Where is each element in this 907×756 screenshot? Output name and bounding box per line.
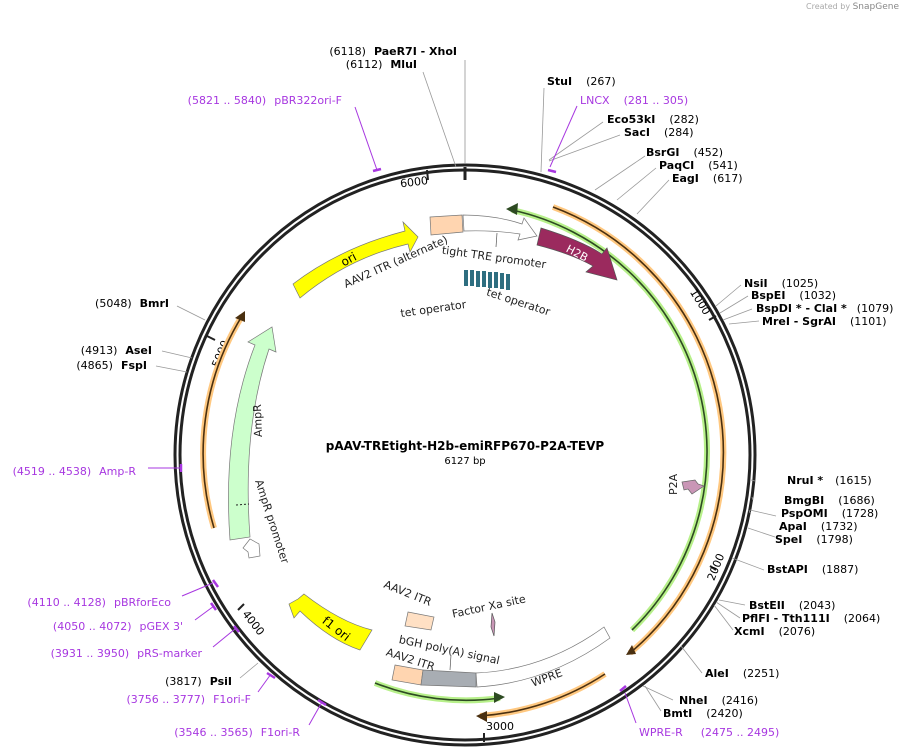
enzyme-bsrgi[interactable]: BsrGI(452) bbox=[646, 146, 723, 159]
feature-aav2-itr-1[interactable]: AAV2 ITR bbox=[382, 578, 435, 631]
enzyme-eco53ki[interactable]: Eco53kI(282) bbox=[607, 113, 699, 126]
enzyme-bsteii[interactable]: BstEII(2043) bbox=[749, 599, 835, 612]
primer-labels: LNCX(281 .. 305) WPRE-R(2475 .. 2495) (3… bbox=[13, 94, 780, 739]
enzyme-nrui[interactable]: NruI *(1615) bbox=[787, 474, 872, 487]
feature-ampr-promoter[interactable]: AmpR promoter bbox=[242, 478, 292, 566]
primer-pbr322ori-f[interactable]: (5821 .. 5840)pBR322ori-F bbox=[188, 94, 342, 107]
enzyme-leaders-right bbox=[540, 87, 777, 712]
primer-wpre-r[interactable]: WPRE-R(2475 .. 2495) bbox=[639, 726, 779, 739]
svg-text:tight TRE promoter: tight TRE promoter bbox=[441, 244, 547, 272]
enzyme-asei[interactable]: (4913)AseI bbox=[81, 344, 152, 357]
feature-bottom-cassette[interactable]: bGH poly(A) signal AAV2 ITR WPRE bbox=[384, 626, 611, 690]
svg-text:1000: 1000 bbox=[687, 287, 713, 318]
enzyme-labels-left: (6118)PaeR7I - XhoI (6112)MluI (5048)Bmr… bbox=[76, 45, 457, 688]
enzyme-paqci[interactable]: PaqCI(541) bbox=[659, 159, 738, 172]
enzyme-pflfi-tth111i[interactable]: PflFI - Tth111I(2064) bbox=[742, 612, 880, 625]
svg-text:Factor Xa site: Factor Xa site bbox=[451, 592, 527, 620]
enzyme-nhei[interactable]: NheI(2416) bbox=[679, 694, 758, 707]
primer-prs-marker[interactable]: (3931 .. 3950)pRS-marker bbox=[51, 647, 203, 660]
orf-orange-arc bbox=[200, 204, 727, 722]
enzyme-pspomi[interactable]: PspOMI(1728) bbox=[781, 507, 878, 520]
enzyme-xcmi[interactable]: XcmI(2076) bbox=[734, 625, 815, 638]
enzyme-spei[interactable]: SpeI(1798) bbox=[775, 533, 853, 546]
plasmid-length: 6127 bp bbox=[444, 456, 485, 467]
primer-pgex-3[interactable]: (4050 .. 4072)pGEX 3' bbox=[53, 620, 183, 633]
plasmid-name: pAAV-TREtight-H2b-emiRFP670-P2A-TEVP bbox=[326, 439, 605, 453]
orf-green-arc bbox=[373, 203, 711, 704]
snapgene-watermark: Created by SnapGene bbox=[806, 2, 899, 12]
enzyme-labels-right: StuI(267) Eco53kI(282) SacI(284) BsrGI(4… bbox=[547, 75, 893, 720]
feature-ori[interactable]: ori bbox=[292, 220, 419, 299]
enzyme-fspi[interactable]: (4865)FspI bbox=[76, 359, 147, 372]
primer-leaders bbox=[148, 105, 637, 726]
enzyme-mrei-sgrai[interactable]: MreI - SgrAI(1101) bbox=[762, 315, 887, 328]
primer-amp-r[interactable]: (4519 .. 4538)Amp-R bbox=[13, 465, 137, 478]
enzyme-saci[interactable]: SacI(284) bbox=[624, 126, 694, 139]
enzyme-stui[interactable]: StuI(267) bbox=[547, 75, 616, 88]
primer-lncx[interactable]: LNCX(281 .. 305) bbox=[580, 94, 688, 107]
primer-f1ori-r[interactable]: (3546 .. 3565)F1ori-R bbox=[174, 726, 300, 739]
enzyme-bmri[interactable]: (5048)BmrI bbox=[95, 297, 169, 310]
svg-text:6000: 6000 bbox=[399, 174, 428, 190]
snapgene-logo: SnapGene bbox=[852, 2, 899, 12]
enzyme-eagi[interactable]: EagI(617) bbox=[672, 172, 743, 185]
enzyme-leaders-left bbox=[155, 71, 457, 679]
enzyme-bmgbi[interactable]: BmgBI(1686) bbox=[784, 494, 875, 507]
primer-f1ori-f[interactable]: (3756 .. 3777)F1ori-F bbox=[127, 693, 252, 706]
enzyme-bspei[interactable]: BspEI(1032) bbox=[751, 289, 836, 302]
enzyme-paer7i-xhoi[interactable]: (6118)PaeR7I - XhoI bbox=[329, 45, 457, 58]
svg-text:P2A: P2A bbox=[667, 473, 680, 495]
feature-f1-ori[interactable]: f1 ori bbox=[288, 593, 373, 651]
primer-pbrforeco[interactable]: (4110 .. 4128)pBRforEco bbox=[27, 596, 171, 609]
enzyme-bmti[interactable]: BmtI(2420) bbox=[663, 707, 743, 720]
enzyme-apai[interactable]: ApaI(1732) bbox=[779, 520, 857, 533]
feature-p2a[interactable]: P2A bbox=[667, 473, 705, 495]
svg-text:ori: ori bbox=[338, 250, 358, 270]
svg-text:2000: 2000 bbox=[705, 552, 728, 583]
enzyme-bstapi[interactable]: BstAPI(1887) bbox=[767, 563, 858, 576]
enzyme-alei[interactable]: AleI(2251) bbox=[705, 667, 779, 680]
feature-tet-operators: tet operator tet operator bbox=[400, 270, 552, 320]
svg-text:tet operator: tet operator bbox=[485, 286, 552, 319]
enzyme-bspdi-clai[interactable]: BspDI * - ClaI *(1079) bbox=[756, 302, 893, 315]
enzyme-mlui[interactable]: (6112)MluI bbox=[346, 58, 417, 71]
svg-text:AmpR: AmpR bbox=[251, 404, 265, 438]
svg-text:tet operator: tet operator bbox=[400, 298, 468, 320]
feature-factor-xa-site[interactable]: Factor Xa site bbox=[451, 592, 527, 637]
feature-ampr[interactable]: AmpR bbox=[228, 326, 277, 541]
svg-text:3000: 3000 bbox=[486, 720, 514, 733]
enzyme-psii[interactable]: (3817)PsiI bbox=[165, 675, 232, 688]
enzyme-nsii[interactable]: NsiI(1025) bbox=[744, 277, 818, 290]
svg-text:AAV2 ITR: AAV2 ITR bbox=[382, 578, 434, 609]
